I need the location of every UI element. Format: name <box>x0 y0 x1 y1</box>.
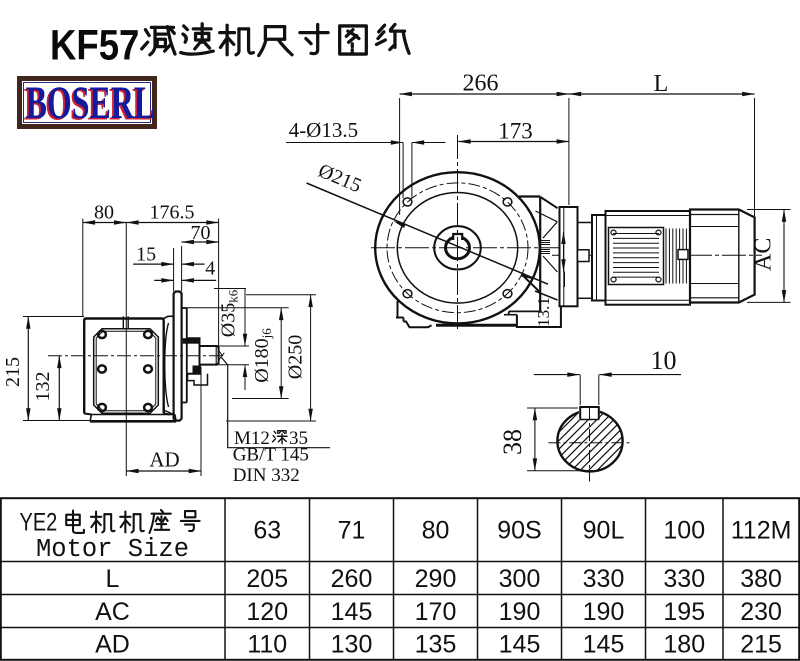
svg-text:330: 330 <box>583 565 625 593</box>
svg-text:145: 145 <box>499 630 541 658</box>
svg-text:10: 10 <box>651 346 677 375</box>
svg-text:13.1: 13.1 <box>534 297 553 327</box>
svg-text:230: 230 <box>740 598 782 626</box>
svg-text:260: 260 <box>331 565 373 593</box>
svg-text:130: 130 <box>331 630 373 658</box>
svg-text:70: 70 <box>191 222 211 244</box>
svg-text:215: 215 <box>2 357 24 387</box>
svg-text:Ø250: Ø250 <box>285 335 307 379</box>
svg-text:80: 80 <box>422 517 450 545</box>
svg-text:BOSERL: BOSERL <box>24 77 154 130</box>
svg-text:L: L <box>654 71 669 97</box>
svg-text:300: 300 <box>499 565 541 593</box>
svg-text:176.5: 176.5 <box>150 201 195 223</box>
svg-text:132: 132 <box>32 372 54 402</box>
svg-text:Ø35k6: Ø35k6 <box>218 289 241 337</box>
svg-text:145: 145 <box>331 598 373 626</box>
svg-text:145: 145 <box>583 630 625 658</box>
svg-text:KF57: KF57 <box>50 22 139 69</box>
svg-text:100: 100 <box>663 517 705 545</box>
svg-text:112M: 112M <box>731 517 792 545</box>
svg-text:190: 190 <box>583 598 625 626</box>
svg-text:71: 71 <box>338 517 366 545</box>
svg-text:195: 195 <box>663 598 705 626</box>
svg-text:90L: 90L <box>583 517 625 545</box>
svg-text:120: 120 <box>246 598 288 626</box>
svg-text:AC: AC <box>751 238 777 271</box>
svg-text:DIN 332: DIN 332 <box>233 465 300 486</box>
svg-text:290: 290 <box>415 565 457 593</box>
svg-text:Motor Size: Motor Size <box>36 535 189 564</box>
svg-text:215: 215 <box>740 630 782 658</box>
svg-text:190: 190 <box>499 598 541 626</box>
svg-text:110: 110 <box>247 630 287 658</box>
svg-text:330: 330 <box>663 565 705 593</box>
svg-text:4-Ø13.5: 4-Ø13.5 <box>289 118 358 142</box>
svg-text:AD: AD <box>149 448 179 472</box>
svg-text:35: 35 <box>289 428 308 449</box>
svg-text:38: 38 <box>498 429 527 455</box>
svg-text:15: 15 <box>136 244 156 266</box>
svg-text:AD: AD <box>95 630 130 658</box>
svg-text:M12: M12 <box>234 428 270 449</box>
svg-text:L: L <box>106 565 120 593</box>
svg-text:Ø215: Ø215 <box>315 160 365 197</box>
svg-text:63: 63 <box>253 517 281 545</box>
svg-text:205: 205 <box>246 565 288 593</box>
svg-text:YE2: YE2 <box>20 508 58 536</box>
svg-text:170: 170 <box>415 598 457 626</box>
svg-text:90S: 90S <box>497 517 541 545</box>
svg-text:AC: AC <box>95 598 130 626</box>
svg-text:380: 380 <box>740 565 782 593</box>
svg-text:135: 135 <box>415 630 457 658</box>
svg-text:266: 266 <box>463 71 499 97</box>
svg-text:180: 180 <box>663 630 705 658</box>
svg-text:BOSERL: BOSERL <box>26 76 156 129</box>
svg-text:4: 4 <box>205 258 215 280</box>
svg-text:173: 173 <box>498 119 533 144</box>
svg-text:Ø180j6: Ø180j6 <box>251 328 274 383</box>
svg-text:GB/T 145: GB/T 145 <box>233 445 309 466</box>
svg-text:80: 80 <box>94 202 114 224</box>
